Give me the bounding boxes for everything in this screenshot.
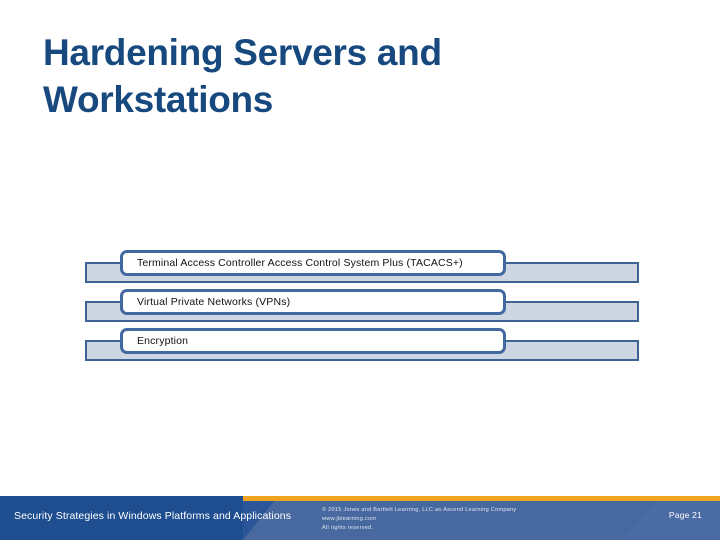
diagram-row[interactable]: Terminal Access Controller Access Contro… [0, 250, 720, 290]
page-title: Hardening Servers and Workstations [43, 32, 442, 120]
row-label: Terminal Access Controller Access Contro… [137, 257, 463, 269]
row-callout-card[interactable]: Virtual Private Networks (VPNs) [120, 289, 506, 315]
footer-accent-bar [243, 496, 720, 501]
footer-copyright: © 2015 Jones and Bartlett Learning, LLC … [322, 506, 516, 533]
footer-left-block [0, 496, 243, 540]
row-label: Encryption [137, 335, 189, 347]
footer-course-title: Security Strategies in Windows Platforms… [14, 510, 292, 522]
copyright-line: © 2015 Jones and Bartlett Learning, LLC … [322, 507, 517, 513]
copyright-line: All rights reserved. [322, 525, 374, 532]
diagram-row[interactable]: Encryption [0, 328, 720, 368]
footer-page-number: Page 21 [668, 510, 702, 520]
row-label: Virtual Private Networks (VPNs) [137, 296, 291, 308]
copyright-line: www.jblearning.com [322, 516, 377, 523]
slide-footer: Security Strategies in Windows Platforms… [0, 496, 720, 540]
row-callout-card[interactable]: Encryption [120, 328, 506, 354]
diagram-row[interactable]: Virtual Private Networks (VPNs) [0, 289, 720, 329]
row-callout-card[interactable]: Terminal Access Controller Access Contro… [120, 250, 506, 276]
